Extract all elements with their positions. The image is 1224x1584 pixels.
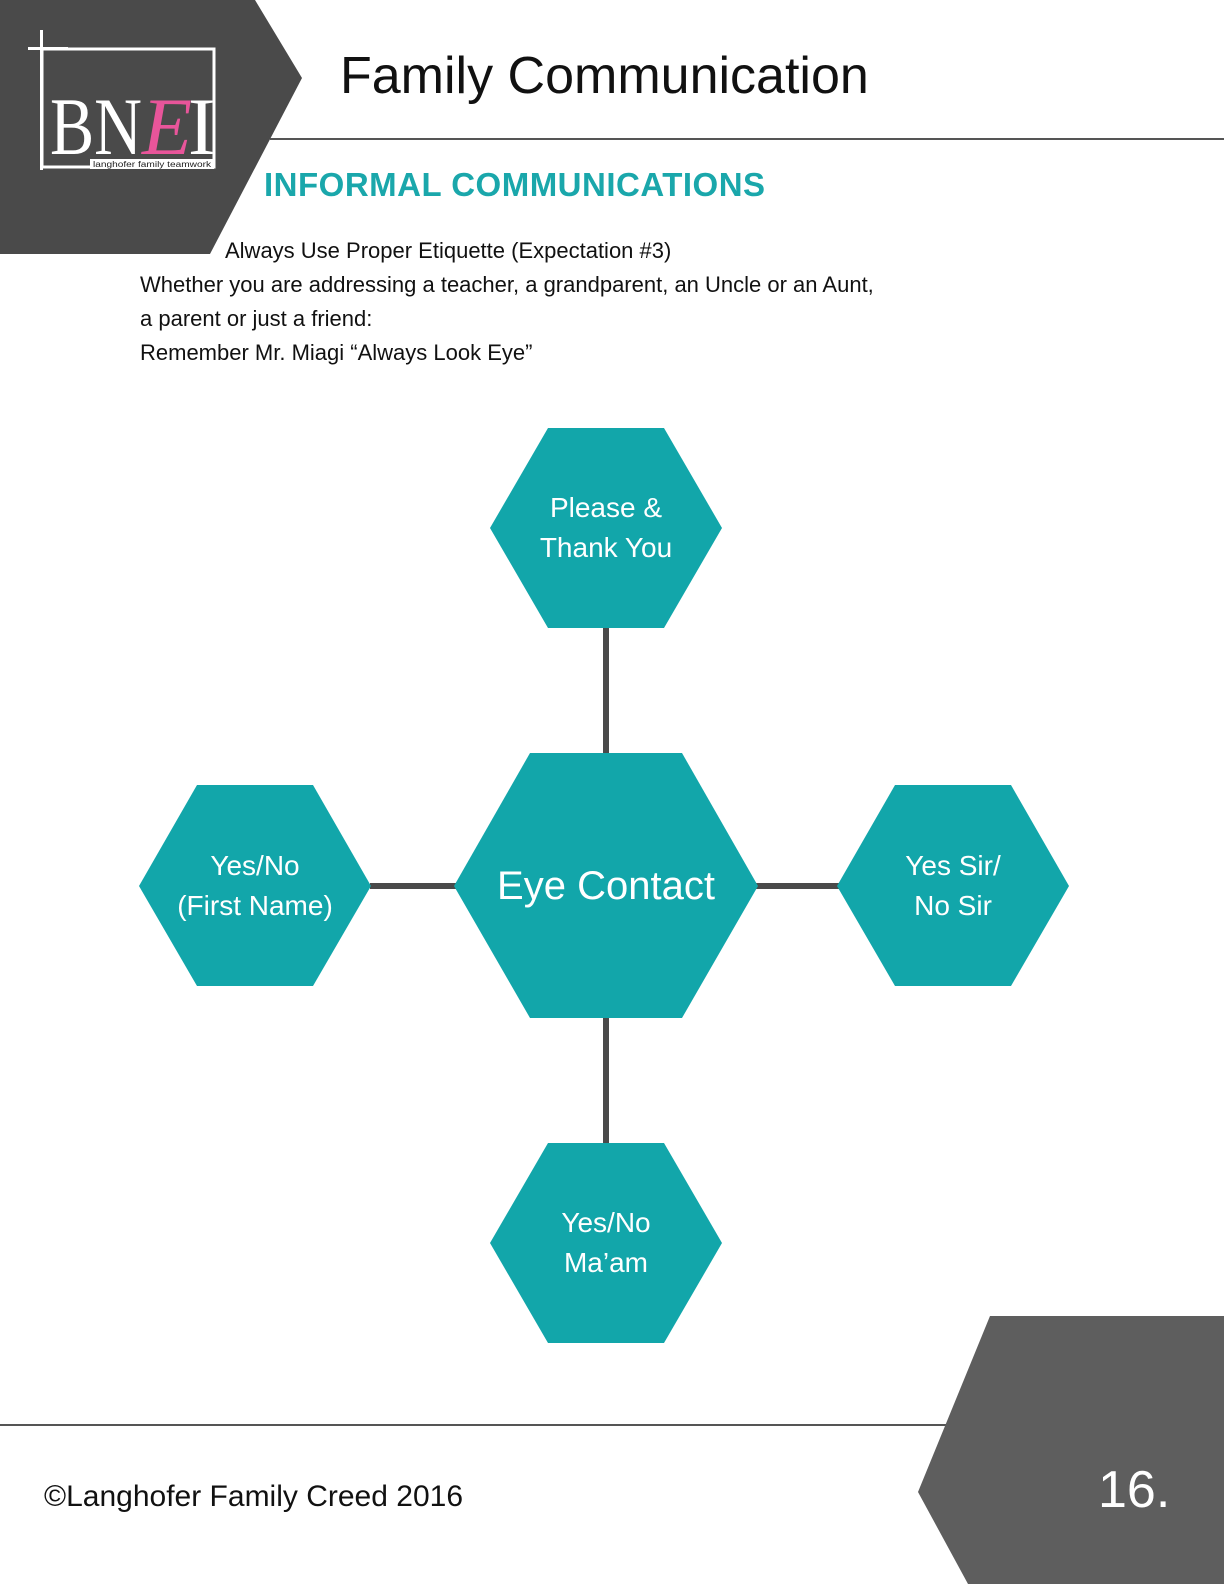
page-title: Family Communication — [340, 47, 869, 105]
logo-letter-i: I — [188, 81, 215, 172]
header-divider — [270, 138, 1224, 140]
hex-top-label: Please & Thank You — [490, 428, 722, 628]
footer-page-tab-shape — [918, 1316, 1224, 1584]
footer-divider — [0, 1424, 960, 1426]
hex-left — [139, 785, 371, 986]
hex-top — [490, 428, 722, 628]
logo-tagline: langhofer family teamwork — [93, 160, 212, 169]
hex-right — [837, 785, 1069, 986]
hex-center — [454, 753, 758, 1018]
intro-line-3: a parent or just a friend: — [140, 306, 373, 331]
intro-line-4: Remember Mr. Miagi “Always Look Eye” — [140, 340, 533, 365]
section-heading: INFORMAL COMMUNICATIONS — [264, 166, 766, 203]
bnei-logo: BN E I langhofer family teamwork — [28, 30, 216, 172]
hex-left-label: Yes/No (First Name) — [139, 785, 371, 986]
hex-left-line-1: Yes/No — [210, 849, 300, 881]
hex-right-label: Yes Sir/ No Sir — [837, 785, 1069, 986]
hex-bottom-line-2: Ma’am — [563, 1247, 648, 1278]
hex-right-line-2: No Sir — [914, 889, 992, 921]
hex-bottom-label: Yes/No Ma’am — [490, 1143, 722, 1343]
hex-bottom-line-1: Yes/No — [561, 1207, 651, 1238]
hex-right-line-1: Yes Sir/ — [905, 849, 1001, 881]
hex-top-line-1: Please & — [549, 492, 663, 523]
intro-line-2: Whether you are addressing a teacher, a … — [140, 272, 874, 297]
hex-bottom — [490, 1143, 722, 1343]
logo-letters-bn: BN — [50, 81, 142, 172]
hex-top-line-2: Thank You — [539, 532, 673, 563]
copyright-text: ©Langhofer Family Creed 2016 — [44, 1480, 464, 1513]
intro-line-1: Always Use Proper Etiquette (Expectation… — [225, 238, 672, 263]
connector-lines — [370, 628, 840, 1145]
header-banner-shape — [0, 0, 302, 254]
hex-center-label: Eye Contact — [454, 753, 758, 1018]
page-number: 16. — [1098, 1461, 1171, 1519]
logo-letter-e: E — [141, 81, 192, 172]
hex-center-text: Eye Contact — [497, 863, 715, 908]
hex-left-line-2: (First Name) — [177, 889, 333, 921]
